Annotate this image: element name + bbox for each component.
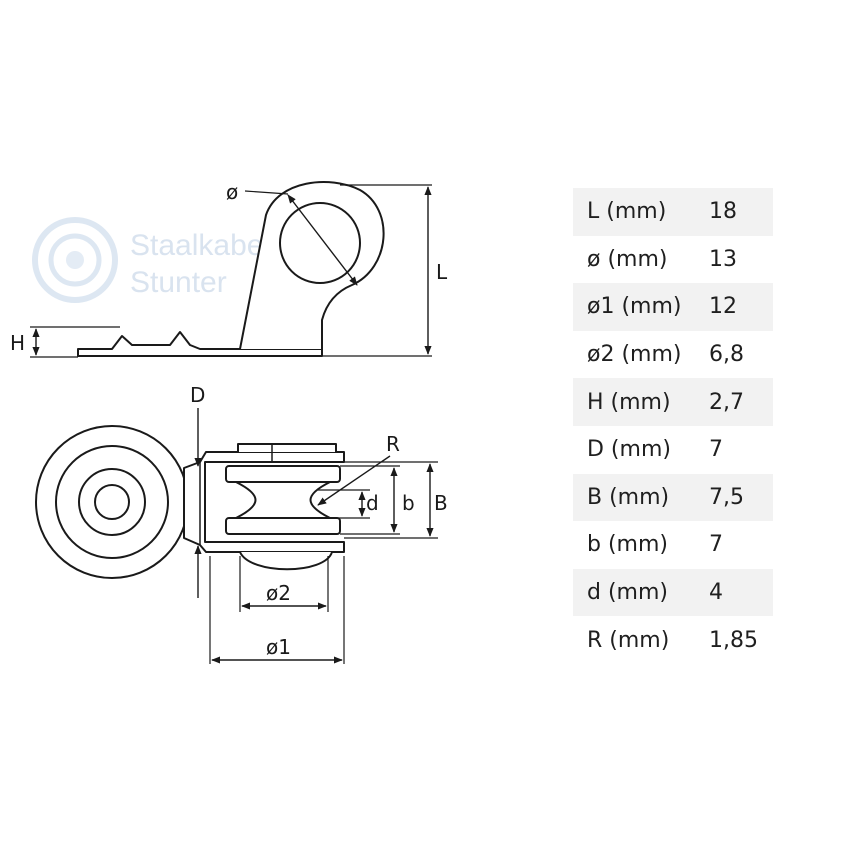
diameter-label: ø (226, 180, 238, 204)
spec-value: 1,85 (709, 627, 758, 653)
spec-value: 13 (709, 246, 737, 272)
spec-row-R: R (mm) 1,85 (573, 616, 773, 664)
eye-outer (35, 425, 189, 579)
rivet-head (237, 443, 337, 452)
spec-label: ø1 (mm) (587, 294, 682, 320)
spec-row-L: L (mm) 18 (573, 188, 773, 236)
d-label: d (366, 491, 379, 515)
front-view (35, 408, 438, 664)
spec-value: 2,7 (709, 389, 744, 415)
spec-row-B: B (mm) 7,5 (573, 473, 773, 522)
spec-row-diameter2: ø2 (mm) 6,8 (573, 331, 773, 379)
eye-hole-front (94, 484, 130, 520)
R-leader (317, 455, 391, 506)
spec-value: 7 (709, 437, 723, 463)
flange-bottom (225, 517, 341, 535)
pulley-groove (235, 481, 331, 519)
D-label: D (190, 383, 205, 407)
spec-label: D (mm) (587, 437, 671, 463)
b-label: b (402, 491, 415, 515)
watermark-logo: Staalkabel Stunter (32, 217, 270, 303)
height-label: H (10, 331, 25, 355)
spec-value: 6,8 (709, 342, 744, 368)
spec-label: B (mm) (587, 484, 670, 510)
diameter-arrow (287, 194, 358, 286)
diameter1-label: ø1 (266, 635, 291, 659)
diameter2-label: ø2 (266, 581, 291, 605)
spec-label: H (mm) (587, 389, 671, 415)
spec-row-H: H (mm) 2,7 (573, 378, 773, 426)
spec-label: b (mm) (587, 532, 668, 558)
spec-row-D: D (mm) 7 (573, 426, 773, 474)
spec-label: L (mm) (587, 199, 667, 225)
spec-row-d: d (mm) 4 (573, 568, 773, 617)
length-label: L (436, 260, 448, 284)
spec-label: ø (mm) (587, 246, 668, 272)
eye-ring (55, 445, 169, 559)
spec-value: 4 (709, 580, 723, 606)
eye-hole (279, 202, 361, 284)
spec-value: 12 (709, 294, 737, 320)
spec-label: R (mm) (587, 627, 670, 653)
watermark-line1: Staalkabel (130, 229, 270, 262)
spec-label: ø2 (mm) (587, 342, 682, 368)
watermark-line2: Stunter (130, 266, 227, 299)
R-label: R (386, 432, 400, 456)
flange-top (225, 465, 341, 483)
side-view (30, 181, 432, 358)
spec-value: 7 (709, 532, 723, 558)
spec-row-diameter1: ø1 (mm) 12 (573, 283, 773, 331)
spec-table: L (mm) 18 ø (mm) 13 ø1 (mm) 12 ø2 (mm) 6… (573, 188, 773, 664)
sheave-bottom (239, 551, 333, 571)
B-label: B (434, 491, 448, 515)
spec-value: 7,5 (709, 484, 744, 510)
spec-row-diameter: ø (mm) 13 (573, 236, 773, 284)
eye-inner-ring (78, 468, 146, 536)
spec-label: d (mm) (587, 580, 668, 606)
spec-row-b: b (mm) 7 (573, 521, 773, 569)
spec-value: 18 (709, 199, 737, 225)
